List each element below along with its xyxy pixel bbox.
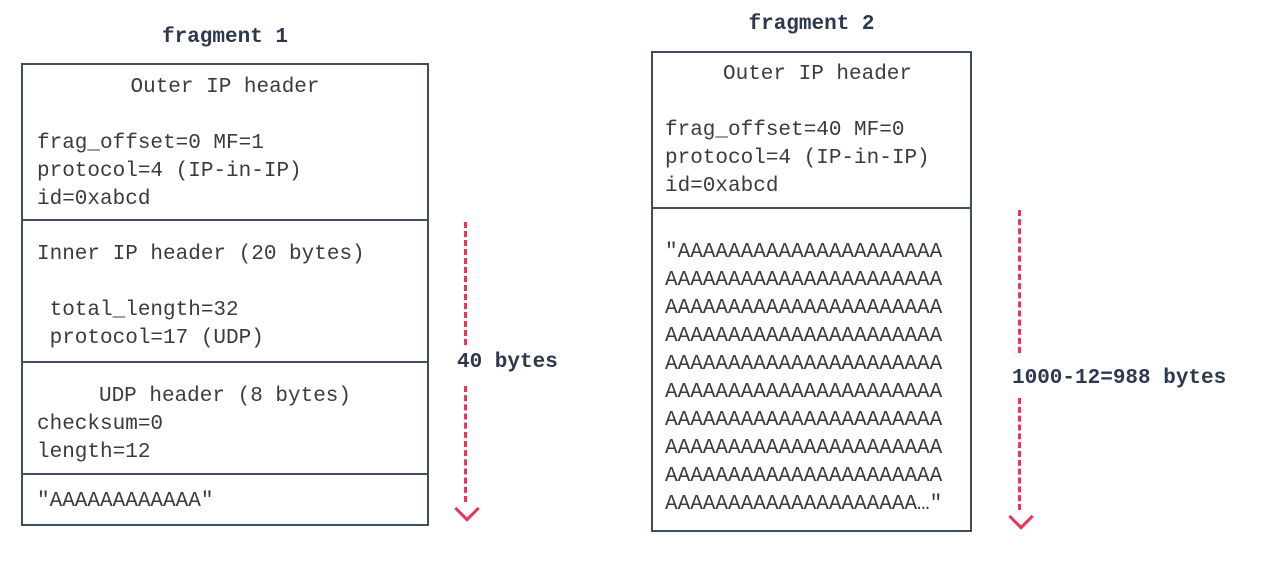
payload-line: AAAAAAAAAAAAAAAAAAAAAA [665, 465, 943, 488]
inner-ip-header-heading: Inner IP header (20 bytes) [37, 243, 365, 266]
id-line: id=0xabcd [665, 175, 779, 198]
fragment1-size-arrow-upper-segment [464, 222, 467, 345]
outer-ip-header-heading: Outer IP header [722, 63, 913, 86]
fragment2-payload-section: "AAAAAAAAAAAAAAAAAAAAA AAAAAAAAAAAAAAAAA… [653, 207, 970, 530]
protocol-line: protocol=4 (IP-in-IP) [665, 147, 930, 170]
fragment1-size-label: 40 bytes [457, 351, 558, 374]
fragment2-arrow-down-icon [1008, 504, 1034, 530]
fragment2-size-arrow-upper-segment [1018, 210, 1021, 353]
payload-line: AAAAAAAAAAAAAAAAAAAA…" [665, 493, 943, 516]
payload-line: "AAAAAAAAAAAAAAAAAAAAA [665, 241, 943, 264]
payload-line: AAAAAAAAAAAAAAAAAAAAAA [665, 409, 943, 432]
fragment1-outer-ip-header-section: Outer IP header frag_offset=0 MF=1 proto… [23, 65, 427, 219]
blank-line [23, 269, 427, 297]
fragment2-packet-box: Outer IP header frag_offset=40 MF=0 prot… [651, 51, 972, 532]
fragment1-udp-header-section: UDP header (8 bytes) checksum=0 length=1… [23, 361, 427, 473]
fragment1-payload-text: "AAAAAAAAAAAA" [37, 490, 214, 513]
payload-line: AAAAAAAAAAAAAAAAAAAAAA [665, 325, 943, 348]
payload-line: AAAAAAAAAAAAAAAAAAAAAA [665, 353, 943, 376]
fragment2-outer-ip-header-section: Outer IP header frag_offset=40 MF=0 prot… [653, 53, 970, 207]
blank-line [653, 89, 970, 117]
fragment1-title: fragment 1 [161, 26, 289, 49]
payload-line: AAAAAAAAAAAAAAAAAAAAAA [665, 297, 943, 320]
frag-offset-line: frag_offset=0 MF=1 [37, 132, 264, 155]
protocol-udp-line: protocol=17 (UDP) [37, 327, 264, 350]
frag-offset-line: frag_offset=40 MF=0 [665, 119, 905, 142]
fragment1-arrow-down-icon [454, 496, 480, 522]
payload-line: AAAAAAAAAAAAAAAAAAAAAA [665, 437, 943, 460]
fragment1-inner-ip-header-section: Inner IP header (20 bytes) total_length=… [23, 219, 427, 361]
fragment2-title: fragment 2 [748, 13, 875, 36]
payload-line: AAAAAAAAAAAAAAAAAAAAAA [665, 269, 943, 292]
udp-header-heading: UDP header (8 bytes) [98, 385, 352, 408]
length-line: length=12 [37, 441, 151, 464]
id-line: id=0xabcd [37, 188, 151, 211]
outer-ip-header-heading: Outer IP header [130, 76, 320, 99]
payload-line: AAAAAAAAAAAAAAAAAAAAAA [665, 381, 943, 404]
protocol-line: protocol=4 (IP-in-IP) [37, 160, 302, 183]
fragment2-size-arrow-lower-segment [1018, 398, 1021, 510]
fragment2-size-label: 1000-12=988 bytes [1012, 367, 1227, 390]
fragment1-payload-section: "AAAAAAAAAAAA" [23, 473, 427, 524]
checksum-line: checksum=0 [37, 413, 164, 436]
fragment1-size-arrow-lower-segment [464, 386, 467, 502]
total-length-line: total_length=32 [37, 299, 239, 322]
blank-line [23, 102, 427, 130]
fragment1-packet-box: Outer IP header frag_offset=0 MF=1 proto… [21, 63, 429, 526]
